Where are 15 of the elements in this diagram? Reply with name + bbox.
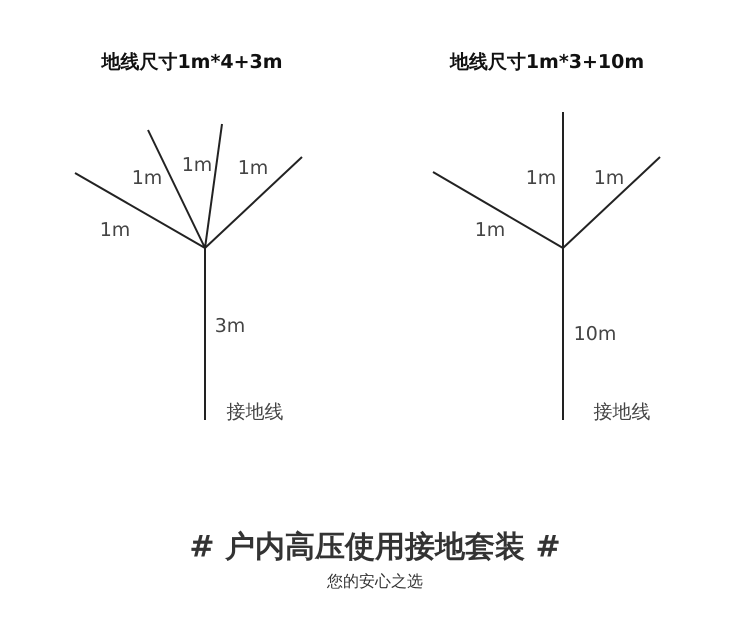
length-label: 1m <box>238 157 268 179</box>
panel-heading: 地线尺寸1m*4+3m <box>101 50 283 75</box>
length-label: 1m <box>474 219 506 241</box>
length-label: 3m <box>214 315 246 337</box>
title: # 户内高压使用接地套装 # <box>189 528 561 566</box>
length-label: 1m <box>100 219 130 241</box>
wire-label: 接地线 <box>226 400 284 425</box>
length-label: 1m <box>526 167 556 189</box>
length-label: 1m <box>182 154 212 176</box>
caption: 您的安心之选 <box>327 572 423 592</box>
panel-heading: 地线尺寸1m*3+10m <box>450 50 644 75</box>
wire-label: 接地线 <box>594 400 650 425</box>
length-label: 10m <box>574 323 616 345</box>
length-label: 1m <box>132 167 162 189</box>
length-label: 1m <box>594 167 624 189</box>
